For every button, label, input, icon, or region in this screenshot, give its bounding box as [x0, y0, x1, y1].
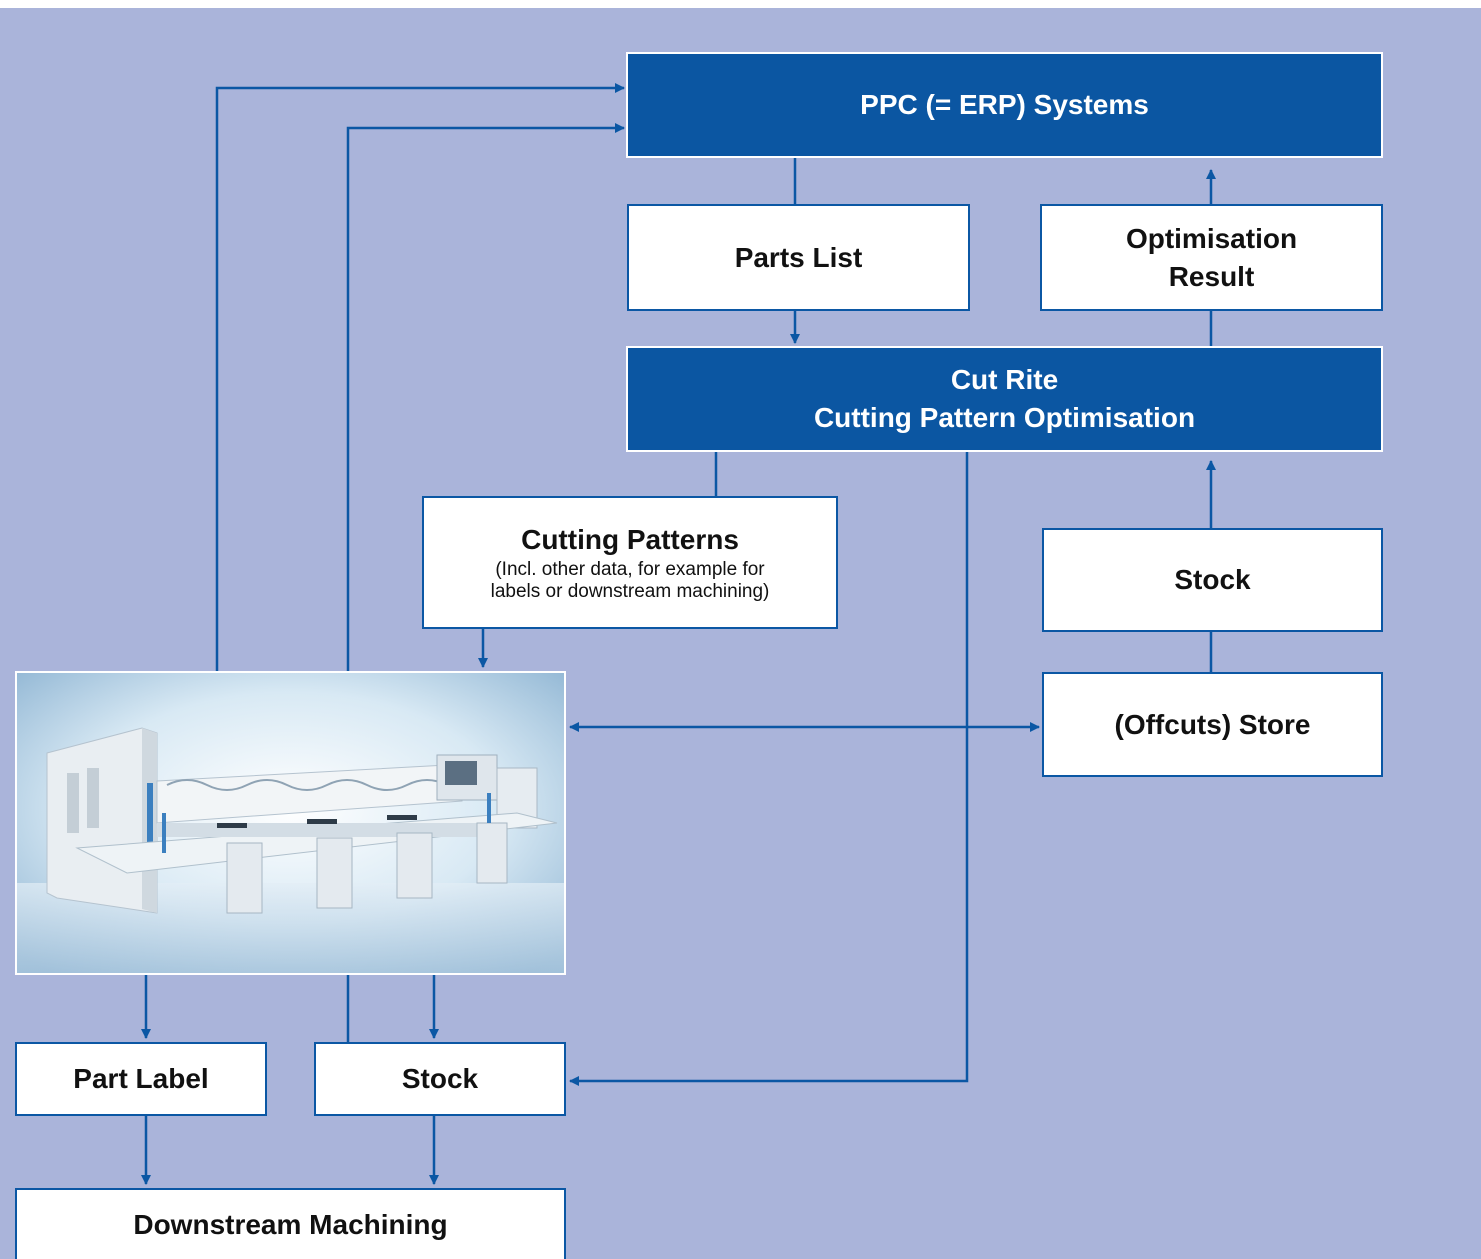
cut-rite-box: Cut Rite Cutting Pattern Optimisation: [626, 346, 1383, 452]
top-band: [0, 0, 1481, 8]
downstream-machining-box: Downstream Machining: [15, 1188, 566, 1259]
part-label-box: Part Label: [15, 1042, 267, 1116]
cut-rite-line2: Cutting Pattern Optimisation: [813, 402, 1196, 433]
machine-photo: [15, 671, 566, 975]
downstream-machining-label: Downstream Machining: [133, 1209, 448, 1241]
stock-bottom-box: Stock: [314, 1042, 566, 1116]
cutting-patterns-note-line1: (Incl. other data, for example for: [495, 558, 765, 580]
ppc-label: PPC (= ERP) Systems: [860, 89, 1149, 121]
stock-right-box: Stock: [1042, 528, 1383, 632]
panel-saw-illustration: [17, 673, 564, 973]
optimisation-result-line1: Optimisation: [1125, 222, 1298, 254]
stock-bottom-label: Stock: [401, 1063, 479, 1095]
offcuts-store-box: (Offcuts) Store: [1042, 672, 1383, 777]
cutting-patterns-title: Cutting Patterns: [521, 524, 739, 556]
stock-right-label: Stock: [1174, 564, 1251, 596]
ppc-box: PPC (= ERP) Systems: [626, 52, 1383, 158]
optimisation-result-line2: Result: [1168, 260, 1255, 292]
cutting-patterns-note-line2: labels or downstream machining): [490, 581, 770, 603]
arrow-cut-rite-to-stock: [569, 450, 969, 1086]
parts-list-box: Parts List: [627, 204, 970, 311]
offcuts-store-label: (Offcuts) Store: [1114, 708, 1311, 740]
cutting-patterns-box: Cutting Patterns (Incl. other data, for …: [422, 496, 838, 629]
optimisation-result-box: Optimisation Result: [1040, 204, 1383, 311]
arrow-machine-to-ppc-inner: [346, 123, 625, 671]
part-label-label: Part Label: [73, 1063, 209, 1095]
parts-list-label: Parts List: [734, 241, 863, 273]
arrow-machine-to-ppc-outer: [215, 83, 625, 671]
cut-rite-line1: Cut Rite: [950, 364, 1059, 396]
